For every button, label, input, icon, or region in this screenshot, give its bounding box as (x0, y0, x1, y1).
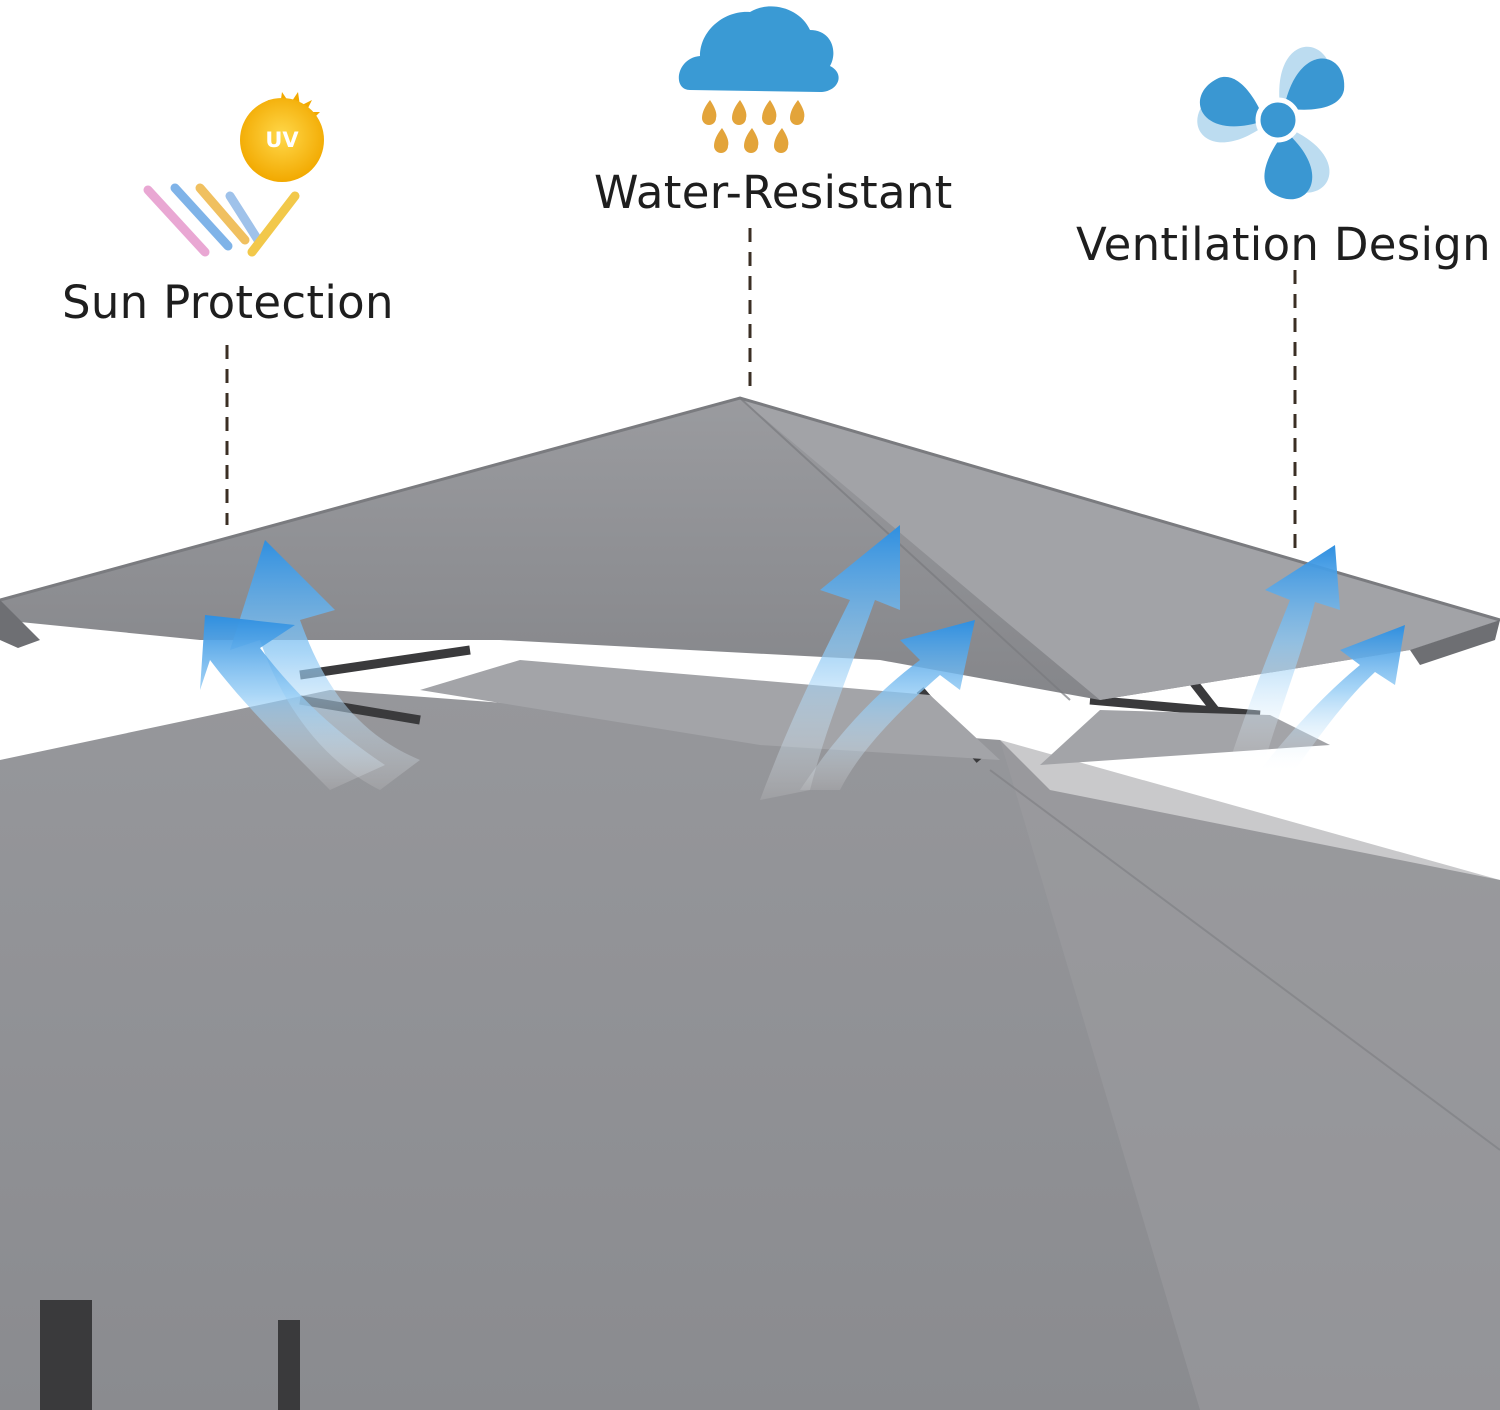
water-resistant-label: Water-Resistant (594, 166, 953, 219)
airflow-arrow (1260, 625, 1405, 770)
uv-rays-icon (143, 183, 300, 257)
lower-canopy (0, 690, 1500, 1410)
fan-icon (1197, 46, 1345, 200)
top-canopy (0, 396, 1500, 701)
airflow-arrow (760, 525, 900, 800)
airflow-arrow (1230, 545, 1340, 760)
uv-badge: UV (265, 128, 299, 152)
rain-cloud-icon (678, 6, 839, 153)
airflow-arrow (800, 620, 975, 790)
airflow-arrow (200, 615, 385, 790)
gazebo-legs (40, 1300, 300, 1410)
rain-drops-icon (702, 100, 805, 153)
sun-protection-label: Sun Protection (62, 276, 394, 329)
leader-lines (225, 228, 1297, 558)
airflow-arrow (230, 540, 420, 790)
uv-sun-icon (143, 92, 324, 257)
airflow-arrows (200, 525, 1405, 800)
ventilation-design-label: Ventilation Design (1076, 218, 1491, 271)
